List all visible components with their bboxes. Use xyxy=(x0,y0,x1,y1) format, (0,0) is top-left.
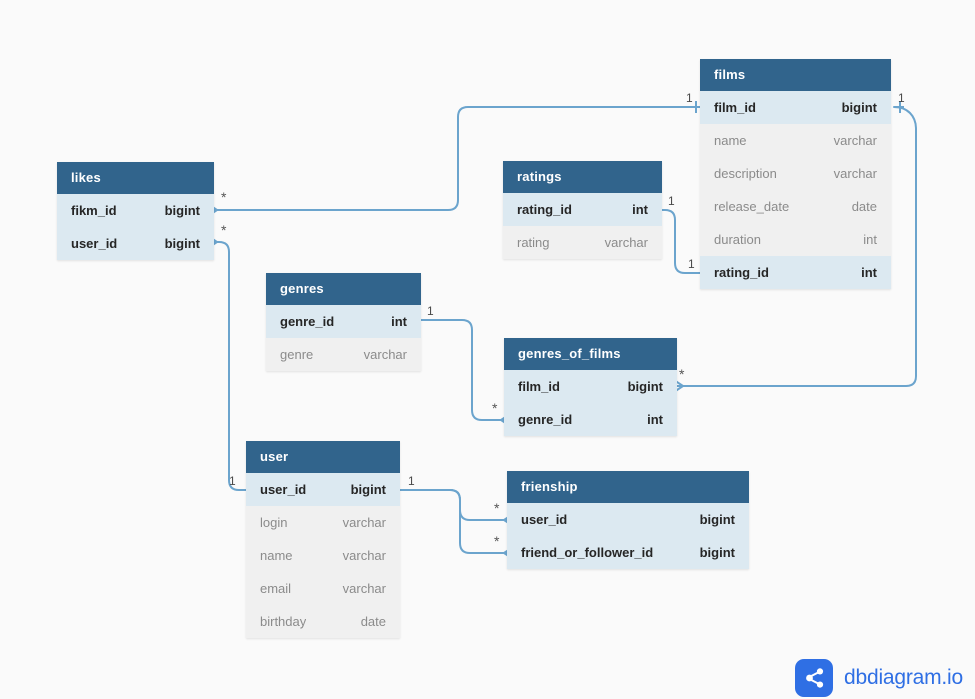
column-type: varchar xyxy=(342,581,386,596)
table-header-likes[interactable]: likes xyxy=(57,162,214,194)
column-type: bigint xyxy=(164,236,200,251)
column-row-frienship-friend_or_follower_id[interactable]: friend_or_follower_id bigint xyxy=(507,536,749,569)
column-row-genres_of_films-genre_id[interactable]: genre_id int xyxy=(504,403,677,436)
cardinality-gof-genre_id-star: * xyxy=(492,400,498,416)
column-row-films-name[interactable]: name varchar xyxy=(700,124,891,157)
table-header-genres_of_films[interactable]: genres_of_films xyxy=(504,338,677,370)
column-type: varchar xyxy=(833,166,877,181)
cardinality-user-user_id-left-1: 1 xyxy=(229,474,236,488)
column-type: varchar xyxy=(604,235,648,250)
column-row-user-login[interactable]: login varchar xyxy=(246,506,400,539)
column-row-user-birthday[interactable]: birthday date xyxy=(246,605,400,638)
column-type: int xyxy=(632,202,648,217)
cardinality-likes-fikm-star: * xyxy=(221,189,227,205)
column-row-frienship-user_id[interactable]: user_id bigint xyxy=(507,503,749,536)
column-row-films-description[interactable]: description varchar xyxy=(700,157,891,190)
column-name: email xyxy=(260,581,292,596)
cardinality-user-user_id-right-1: 1 xyxy=(408,474,415,488)
column-row-films-release_date[interactable]: release_date date xyxy=(700,190,891,223)
column-type: int xyxy=(863,232,877,247)
table-header-ratings[interactable]: ratings xyxy=(503,161,662,193)
column-row-films-film_id[interactable]: film_id bigint xyxy=(700,91,891,124)
column-type: int xyxy=(861,265,877,280)
column-row-user-name[interactable]: name varchar xyxy=(246,539,400,572)
table-ratings[interactable]: ratings rating_id int rating varchar xyxy=(503,161,662,259)
column-name: rating xyxy=(517,235,550,250)
column-name: user_id xyxy=(521,512,568,527)
cardinality-gof-film_id-star: * xyxy=(679,366,685,382)
table-header-user[interactable]: user xyxy=(246,441,400,473)
column-name: login xyxy=(260,515,288,530)
column-type: varchar xyxy=(363,347,407,362)
column-type: varchar xyxy=(342,515,386,530)
cardinality-ratings-rating_id-1: 1 xyxy=(668,194,675,208)
table-genres_of_films[interactable]: genres_of_films film_id bigint genre_id int xyxy=(504,338,677,436)
column-name: birthday xyxy=(260,614,307,629)
cardinality-frienship-user_id-star: * xyxy=(494,500,500,516)
column-row-genres-genre_id[interactable]: genre_id int xyxy=(266,305,421,338)
relationship-line[interactable] xyxy=(423,319,502,421)
column-name: rating_id xyxy=(714,265,769,280)
relationship-line[interactable] xyxy=(216,241,244,491)
column-name: film_id xyxy=(518,379,560,394)
table-genres[interactable]: genres genre_id int genre varchar xyxy=(266,273,421,371)
dbdiagram-wordmark: dbdiagram.io xyxy=(844,666,964,689)
column-row-likes-user_id[interactable]: user_id bigint xyxy=(57,227,214,260)
column-name: name xyxy=(260,548,293,563)
column-name: friend_or_follower_id xyxy=(521,545,654,560)
column-type: bigint xyxy=(699,512,735,527)
column-name: fikm_id xyxy=(71,203,117,218)
column-type: int xyxy=(647,412,663,427)
column-row-genres-genre[interactable]: genre varchar xyxy=(266,338,421,371)
column-row-user-user_id[interactable]: user_id bigint xyxy=(246,473,400,506)
cardinality-films-film_id-left-1: 1 xyxy=(686,91,693,105)
column-type: varchar xyxy=(342,548,386,563)
cardinality-frienship-fof-star: * xyxy=(494,533,500,549)
table-user[interactable]: user user_id bigint login varchar name varchar… xyxy=(246,441,400,638)
table-header-frienship[interactable]: frienship xyxy=(507,471,749,503)
column-name: duration xyxy=(714,232,761,247)
column-row-ratings-rating_id[interactable]: rating_id int xyxy=(503,193,662,226)
column-type: bigint xyxy=(627,379,663,394)
column-type: bigint xyxy=(841,100,877,115)
column-name: release_date xyxy=(714,199,790,214)
column-name: user_id xyxy=(71,236,118,251)
column-row-likes-fikm_id[interactable]: fikm_id bigint xyxy=(57,194,214,227)
dbdiagram-watermark[interactable]: dbdiagram.io xyxy=(795,659,963,697)
table-header-genres[interactable]: genres xyxy=(266,273,421,305)
column-type: bigint xyxy=(350,482,386,497)
dbdiagram-share-node-icon xyxy=(795,659,833,697)
column-type: varchar xyxy=(833,133,877,148)
cardinality-films-film_id-right-1: 1 xyxy=(898,91,905,105)
column-row-user-email[interactable]: email varchar xyxy=(246,572,400,605)
cardinality-genres-genre_id-1: 1 xyxy=(427,304,434,318)
column-name: genre_id xyxy=(280,314,335,329)
column-type: bigint xyxy=(699,545,735,560)
column-name: description xyxy=(714,166,777,181)
column-row-films-duration[interactable]: duration int xyxy=(700,223,891,256)
relationship-line[interactable] xyxy=(402,489,505,554)
column-row-films-rating_id[interactable]: rating_id int xyxy=(700,256,891,289)
relationship-line[interactable] xyxy=(402,489,505,521)
cardinality-films-rating_id-1: 1 xyxy=(688,257,695,271)
column-name: genre xyxy=(280,347,314,362)
cardinality-likes-user-star: * xyxy=(221,222,227,238)
table-header-films[interactable]: films xyxy=(700,59,891,91)
column-name: name xyxy=(714,133,747,148)
column-type: int xyxy=(391,314,407,329)
column-type: date xyxy=(851,199,877,214)
column-row-genres_of_films-film_id[interactable]: film_id bigint xyxy=(504,370,677,403)
column-name: user_id xyxy=(260,482,307,497)
column-name: genre_id xyxy=(518,412,573,427)
column-row-ratings-rating[interactable]: rating varchar xyxy=(503,226,662,259)
column-name: film_id xyxy=(714,100,756,115)
column-type: bigint xyxy=(164,203,200,218)
column-type: date xyxy=(360,614,386,629)
column-name: rating_id xyxy=(517,202,572,217)
